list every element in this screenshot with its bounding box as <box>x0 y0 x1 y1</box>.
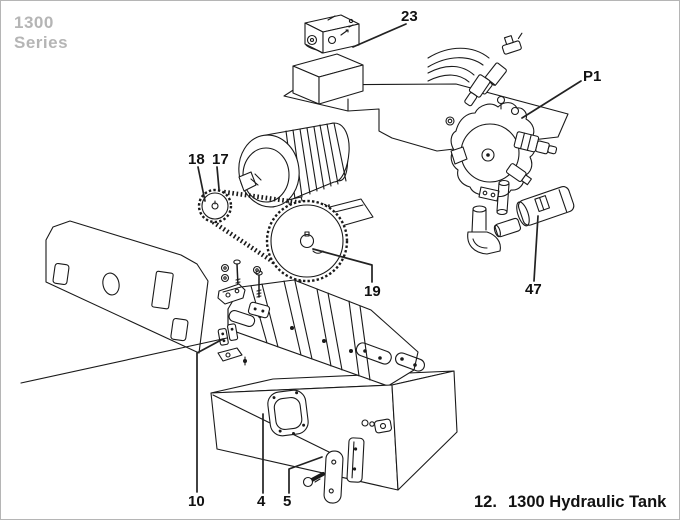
hose-drawing <box>428 32 527 108</box>
chain-drive-drawing <box>199 190 347 281</box>
caption-title: 1300 Hydraulic Tank <box>508 493 667 511</box>
series-badge-line1: 1300 <box>14 13 54 32</box>
part-label-4: 4 <box>257 493 266 510</box>
part-label-10: 10 <box>188 493 205 510</box>
suction-strainer-body <box>514 185 575 228</box>
part-label-5: 5 <box>283 493 291 510</box>
caption-number: 12. <box>474 493 497 511</box>
platform-drawing <box>228 280 426 386</box>
part-label-47: 47 <box>525 281 542 298</box>
part-label-19: 19 <box>364 283 381 300</box>
series-badge: 1300 Series <box>14 13 68 52</box>
part-label-18: 18 <box>188 151 205 168</box>
pump-plug-fitting <box>506 163 533 186</box>
part-label-17: 17 <box>212 151 229 168</box>
valve-block-drawing <box>305 15 359 53</box>
hinge-bracket-drawing <box>217 324 238 346</box>
pump-drawing <box>446 97 558 215</box>
strap-bolt <box>304 474 324 487</box>
hose-elbow-fitting <box>462 74 491 108</box>
guard-panel-drawing <box>46 221 208 353</box>
flat-plate-drawing <box>284 84 568 151</box>
strainer-drawing <box>468 185 576 254</box>
tank-cover-plate <box>266 389 309 438</box>
strap-drawing <box>304 438 365 504</box>
motor-fins <box>286 123 346 199</box>
hose-clamp <box>500 32 527 54</box>
figure-caption: 12. 1300 Hydraulic Tank <box>474 493 667 511</box>
part-labels: 23 P1 18 17 19 47 10 4 5 <box>188 8 601 510</box>
hardware-drawing <box>21 260 270 383</box>
leader-lines <box>197 24 581 493</box>
part-label-p1: P1 <box>583 68 601 85</box>
pump-port-fitting <box>514 131 559 157</box>
series-badge-line2: Series <box>14 33 68 52</box>
manifold-box-drawing <box>293 54 363 104</box>
coupler-fitting <box>493 218 521 238</box>
part-label-23: 23 <box>401 8 418 25</box>
